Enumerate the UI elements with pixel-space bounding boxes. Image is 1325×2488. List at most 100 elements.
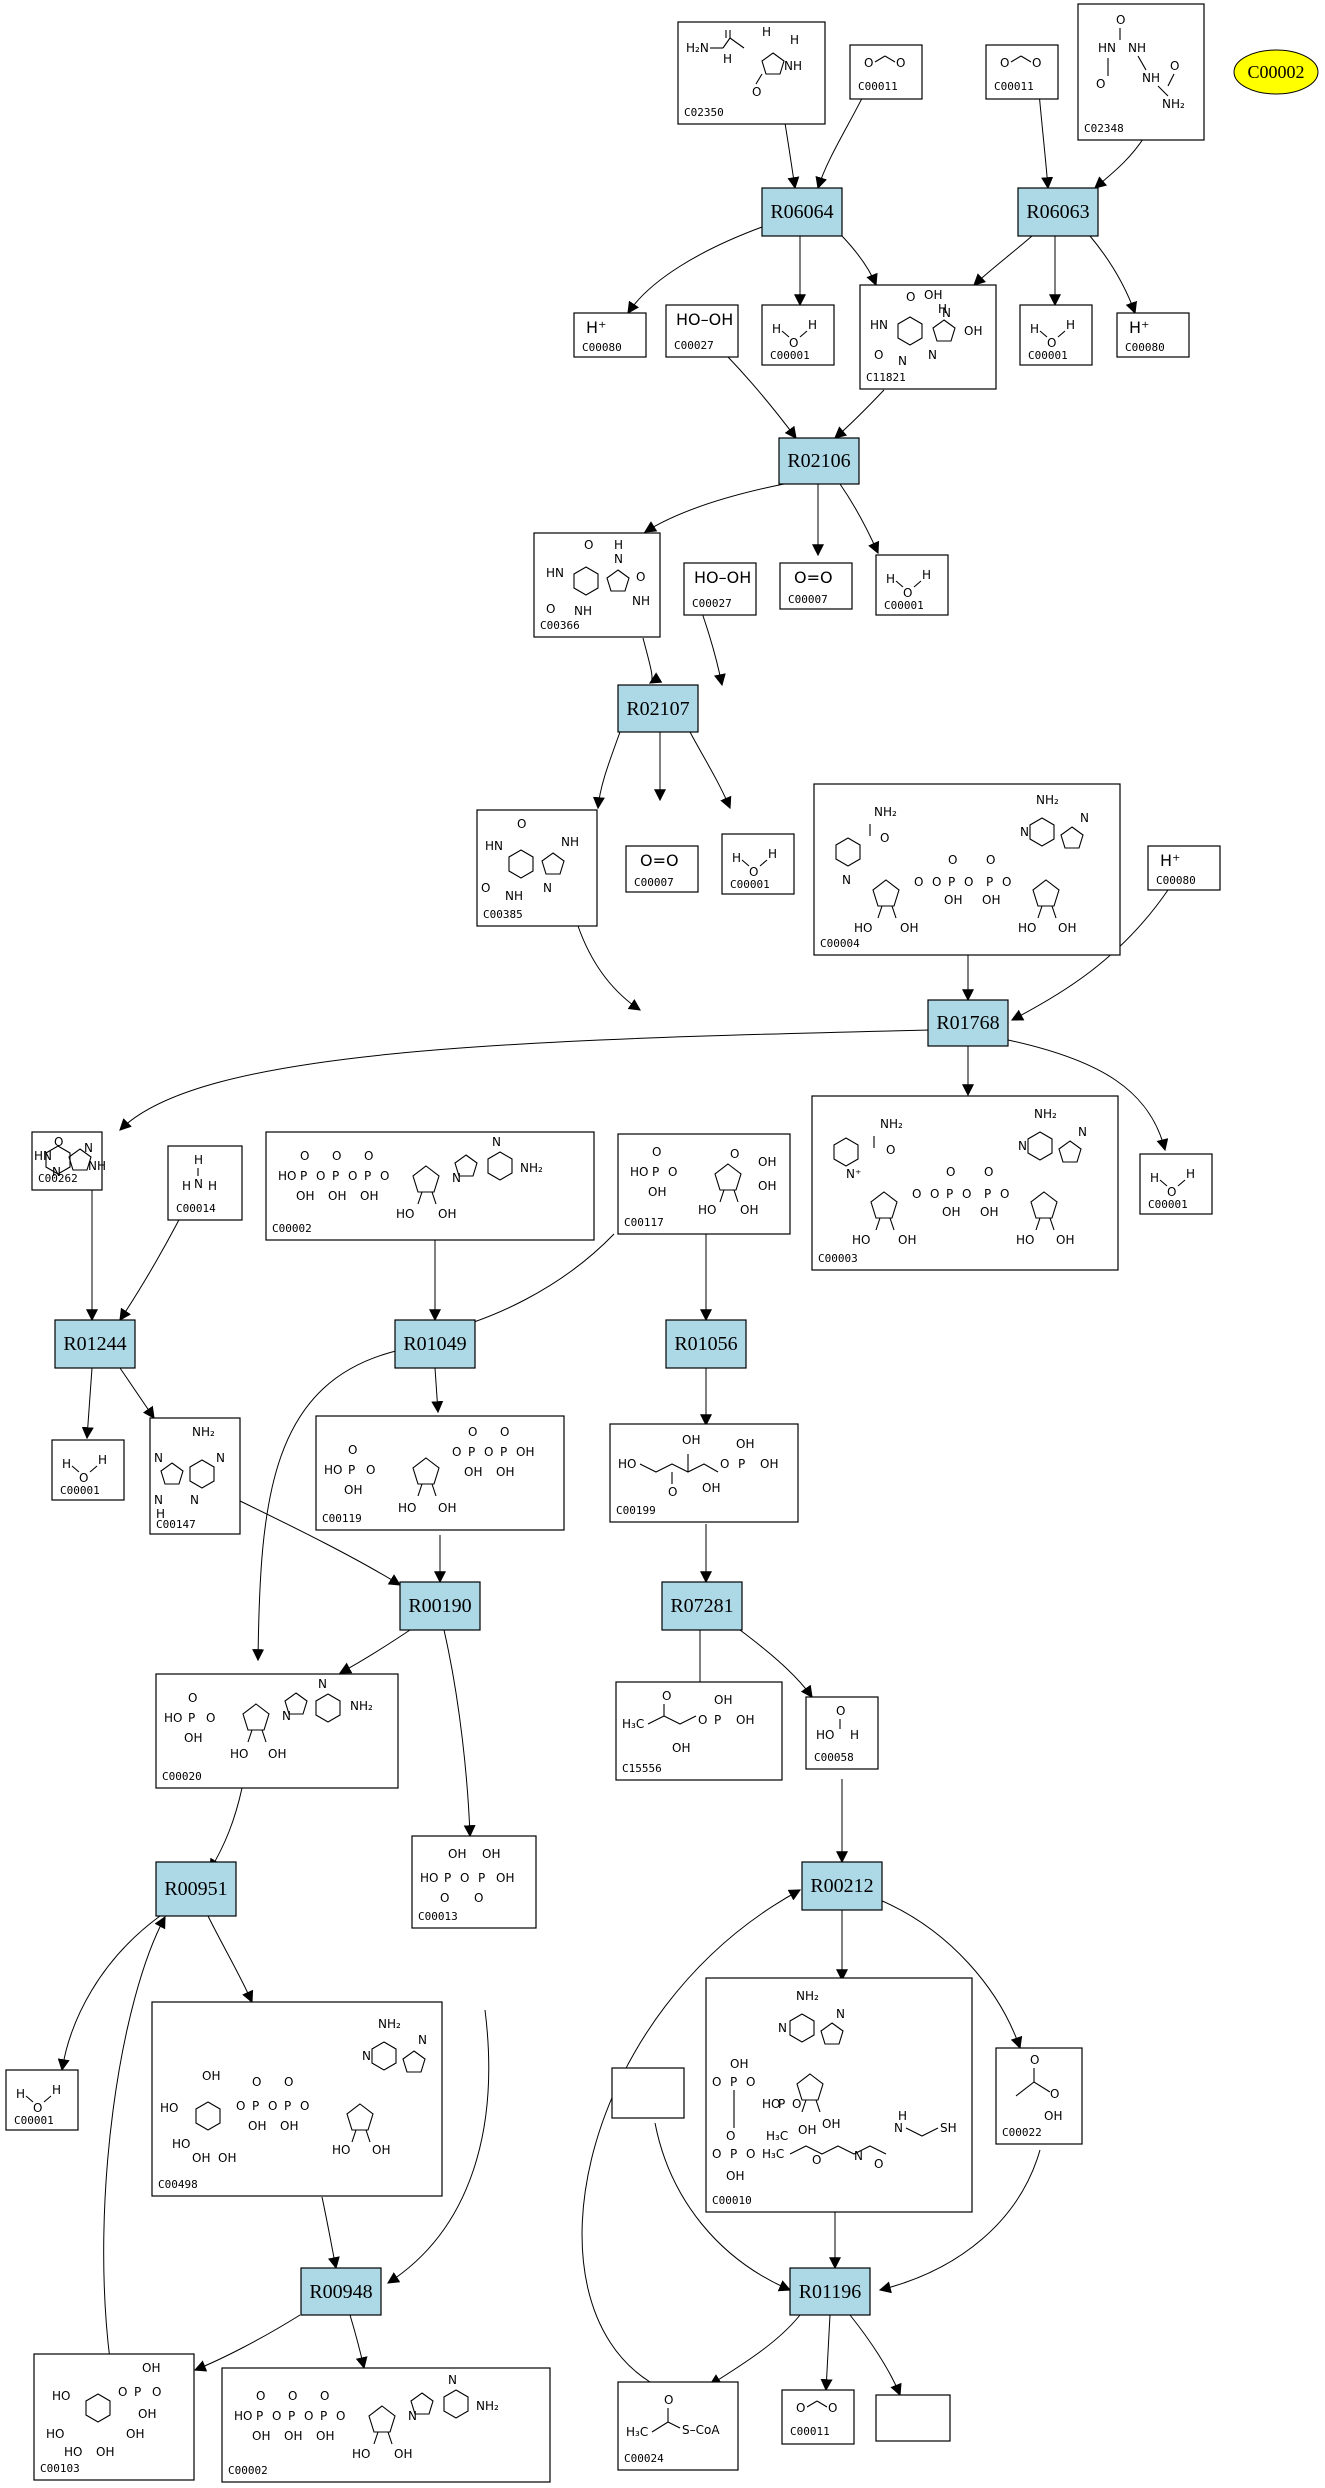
svg-text:N: N <box>154 1493 163 1507</box>
reaction-R01196[interactable]: R01196 <box>789 2267 871 2316</box>
reaction-R00948[interactable]: R00948 <box>300 2267 382 2316</box>
svg-text:O: O <box>1167 1185 1176 1199</box>
compound-C00001[interactable]: HOH C00001 <box>1019 304 1093 366</box>
compound-C00058[interactable]: O HO H C00058 <box>805 1696 879 1770</box>
compound-C00024[interactable]: O H₃C S–CoA C00024 <box>617 2381 739 2471</box>
compound-C00001[interactable]: HOH C00001 <box>721 833 795 895</box>
compound-C00001[interactable]: HOH C00001 <box>761 304 835 366</box>
reaction-R06063[interactable]: R06063 <box>1017 187 1099 237</box>
svg-text:H: H <box>208 1179 217 1193</box>
svg-text:R06064: R06064 <box>770 201 833 223</box>
compound-C15556[interactable]: O H₃C O P OH OH OH C15556 <box>615 1681 783 1781</box>
compound-unlabeled-right[interactable] <box>875 2394 951 2442</box>
reaction-R00190[interactable]: R00190 <box>399 1581 481 1631</box>
svg-text:H: H <box>1150 1171 1159 1185</box>
compound-C00003[interactable]: NH₂ O N⁺ HO OH O O P O OH O P O OH O HO … <box>811 1095 1119 1271</box>
reaction-R00951[interactable]: R00951 <box>155 1861 237 1917</box>
svg-text:O: O <box>664 2393 673 2407</box>
svg-text:R06063: R06063 <box>1026 201 1089 223</box>
compound-C00007[interactable]: O=O C00007 <box>625 845 699 893</box>
svg-text:OH: OH <box>316 2429 334 2443</box>
structure-water: HOH <box>1150 1167 1195 1199</box>
svg-text:HO: HO <box>234 2409 252 2423</box>
reaction-R06064[interactable]: R06064 <box>761 187 843 237</box>
compound-C00027[interactable]: HO–OH C00027 <box>683 562 757 616</box>
svg-text:O: O <box>272 2409 281 2423</box>
compound-C00147[interactable]: NH₂ N N N N H C00147 <box>149 1417 241 1535</box>
compound-C00080[interactable]: H⁺ C00080 <box>1116 312 1190 358</box>
svg-text:H: H <box>1066 318 1075 332</box>
svg-text:OH: OH <box>900 921 918 935</box>
reaction-R01049[interactable]: R01049 <box>394 1319 476 1369</box>
compound-C00013[interactable]: OH OH HO P O P OH O O C00013 <box>411 1835 537 1929</box>
reaction-R01244[interactable]: R01244 <box>54 1319 136 1369</box>
svg-text:OH: OH <box>740 1203 758 1217</box>
compound-C00385[interactable]: O HN NH O NH N C00385 <box>476 809 598 927</box>
reaction-R00212[interactable]: R00212 <box>801 1861 883 1911</box>
svg-text:P: P <box>478 1871 485 1885</box>
svg-text:O: O <box>188 1691 197 1705</box>
compound-C02348[interactable]: O HN NH O NH NH₂ O C02348 <box>1077 3 1205 141</box>
compound-C00498[interactable]: NH₂ N N HO OH HO OH OH O P O OH O P O OH… <box>151 2001 443 2197</box>
svg-text:N⁺: N⁺ <box>846 1167 861 1181</box>
compound-C00014[interactable]: H H N H C00014 <box>167 1145 243 1221</box>
svg-text:O: O <box>118 2385 127 2399</box>
compound-C00001[interactable]: HOH C00001 <box>51 1439 125 1501</box>
svg-text:HO: HO <box>324 1463 342 1477</box>
reaction-R02107[interactable]: R02107 <box>617 684 699 733</box>
svg-text:P: P <box>364 1169 371 1183</box>
compound-C00001[interactable]: HOH C00001 <box>5 2069 79 2131</box>
compound-C02350[interactable]: H₂N H H H NH O C02350 <box>677 21 826 125</box>
compound-C00022[interactable]: O O OH C00022 <box>995 2047 1083 2145</box>
svg-text:H: H <box>922 568 931 582</box>
svg-text:OH: OH <box>482 1847 500 1861</box>
structure-C00022: O O OH <box>1015 2053 1062 2123</box>
compound-unlabeled-left[interactable] <box>611 2067 685 2119</box>
svg-text:O: O <box>152 2385 161 2399</box>
compound-C00366[interactable]: O H HN N O NH O NH C00366 <box>533 532 661 638</box>
svg-text:OH: OH <box>138 2407 156 2421</box>
reaction-R01056[interactable]: R01056 <box>665 1319 747 1369</box>
compound-C00007[interactable]: O=O C00007 <box>779 562 853 610</box>
compound-C00262[interactable]: O HN N NH N C00262 <box>31 1131 106 1191</box>
compound-C00027[interactable]: HO–OH C00027 <box>665 304 739 358</box>
svg-text:P: P <box>284 2099 291 2113</box>
svg-text:C02348: C02348 <box>1084 122 1124 135</box>
svg-text:N: N <box>408 2409 417 2423</box>
svg-text:HO: HO <box>52 2389 70 2403</box>
compound-C00199[interactable]: OH OH HO O P OH O OH C00199 <box>609 1423 799 1523</box>
reaction-R01768[interactable]: R01768 <box>927 999 1009 1047</box>
svg-text:O: O <box>474 1891 483 1905</box>
reaction-R02106[interactable]: R02106 <box>778 437 860 485</box>
svg-text:O: O <box>300 1149 309 1163</box>
peroxide-formula: HO–OH <box>694 568 751 587</box>
svg-text:C00119: C00119 <box>322 1512 362 1525</box>
svg-text:R00951: R00951 <box>164 1878 227 1900</box>
c00002-highlight-node[interactable]: C00002 <box>1233 49 1319 95</box>
svg-text:P: P <box>134 2385 141 2399</box>
compound-C11821[interactable]: O OH HN H N OH O N N C11821 <box>859 284 997 390</box>
svg-text:O: O <box>1170 59 1179 73</box>
svg-text:OH: OH <box>192 2151 210 2165</box>
compound-C00103[interactable]: OH HO O P O OH HO OH HO OH C00103 <box>33 2353 195 2481</box>
reaction-R07281[interactable]: R07281 <box>661 1581 743 1631</box>
svg-text:O: O <box>332 1149 341 1163</box>
compound-C00080[interactable]: H⁺ C00080 <box>573 312 647 358</box>
compound-C00010[interactable]: NH₂ N N OH O P O HO P O OH O H₃C OH H N … <box>705 1977 973 2213</box>
svg-text:HO: HO <box>1018 921 1036 935</box>
svg-text:N: N <box>1018 1139 1027 1153</box>
svg-text:C00001: C00001 <box>884 599 924 612</box>
compound-C00004[interactable]: NH₂ O N HO OH O O P O OH O P O OH O HO O… <box>813 783 1121 956</box>
compound-C00001[interactable]: HOH C00001 <box>875 554 949 616</box>
compound-C00080[interactable]: H⁺ C00080 <box>1147 845 1221 891</box>
compound-C00001[interactable]: HOH C00001 <box>1139 1153 1213 1215</box>
